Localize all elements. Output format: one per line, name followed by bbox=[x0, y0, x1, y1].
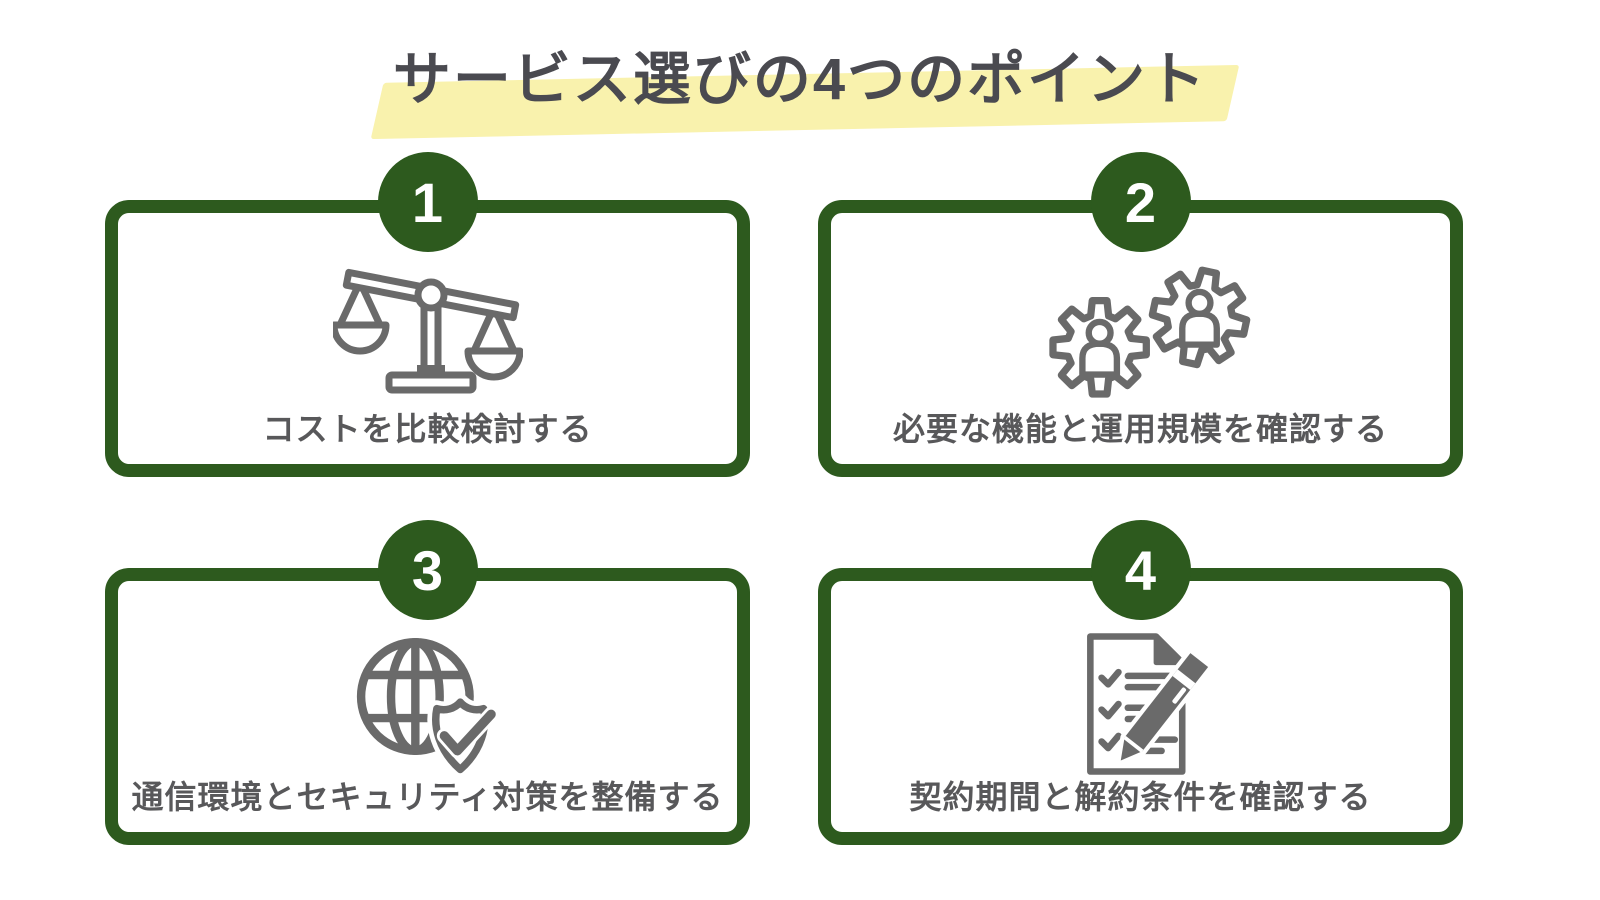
card-label: 必要な機能と運用規模を確認する bbox=[892, 411, 1388, 448]
number-badge-4: 4 bbox=[1090, 520, 1191, 620]
number-badge-3: 3 bbox=[377, 520, 478, 620]
page-title: サービス選びの4つのポイント bbox=[392, 47, 1208, 112]
point-card-2: 2 bbox=[818, 152, 1463, 477]
point-card-4: 4 bbox=[818, 520, 1463, 845]
balance-scale-icon bbox=[332, 268, 523, 394]
point-card-3: 3 通信環境とセキュリティ対策を整備する bbox=[105, 520, 750, 845]
card-label: 通信環境とセキュリティ対策を整備する bbox=[131, 779, 724, 816]
number-badge-1: 1 bbox=[377, 152, 478, 252]
checklist-pencil-icon bbox=[1087, 633, 1213, 775]
card-label: コストを比較検討する bbox=[262, 411, 593, 448]
title-block: サービス選びの4つのポイント bbox=[0, 44, 1600, 140]
gears-users-icon bbox=[1027, 261, 1254, 411]
number-badge-2: 2 bbox=[1090, 152, 1191, 252]
point-card-1: 1 コストを比較検討する bbox=[105, 152, 750, 477]
globe-shield-check-icon bbox=[356, 638, 499, 778]
card-label: 契約期間と解約条件を確認する bbox=[909, 779, 1372, 816]
